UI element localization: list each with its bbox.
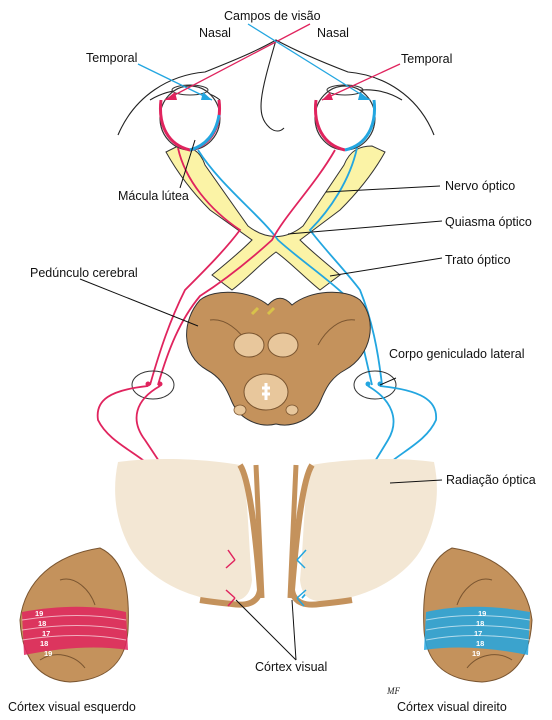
- temporal-right-label: Temporal: [401, 52, 452, 66]
- visual-field-rays: [137, 23, 401, 101]
- optic-nerve-label: Nervo óptico: [445, 179, 515, 193]
- leader-lines: [79, 139, 443, 661]
- right-visual-cortex-label: Córtex visual direito: [397, 700, 507, 714]
- left-area-18-top: 18: [38, 619, 46, 628]
- left-eye: [158, 84, 222, 152]
- right-lateral-geniculate: [353, 370, 397, 400]
- left-area-17: 17: [42, 629, 50, 638]
- right-area-17: 17: [474, 629, 482, 638]
- left-cortex-lobe: 19 18 17 18 19: [19, 547, 129, 683]
- right-eye: [313, 84, 377, 152]
- macula-label: Mácula lútea: [118, 189, 189, 203]
- lateral-geniculate-label: Corpo geniculado lateral: [389, 347, 525, 361]
- left-visual-cortex-label: Córtex visual esquerdo: [8, 700, 136, 714]
- occipital-lobes: [115, 458, 437, 608]
- left-area-18-bottom: 18: [40, 639, 48, 648]
- left-area-19-bottom: 19: [44, 649, 52, 658]
- illustrator-signature: MF: [386, 686, 400, 696]
- left-area-19-top: 19: [35, 609, 43, 618]
- optic-chiasm-label: Quiasma óptico: [445, 215, 532, 229]
- cerebral-peduncle-label: Pedúnculo cerebral: [30, 266, 138, 280]
- right-cortex-lobe: 19 18 17 18 19: [423, 547, 533, 683]
- optic-tract-shape: [165, 145, 386, 291]
- nasal-right-label: Nasal: [317, 26, 349, 40]
- left-lateral-geniculate: [131, 370, 175, 400]
- midbrain: [186, 291, 371, 426]
- right-area-19-top: 19: [478, 609, 486, 618]
- geniculate-synapses: [145, 381, 383, 387]
- optic-radiation-label: Radiação óptica: [446, 473, 536, 487]
- right-area-18-bottom: 18: [476, 639, 484, 648]
- right-area-19-bottom: 19: [472, 649, 480, 658]
- temporal-left-label: Temporal: [86, 51, 137, 65]
- right-area-18-top: 18: [476, 619, 484, 628]
- visual-cortex-label: Córtex visual: [255, 660, 327, 674]
- visual-fields-label: Campos de visão: [224, 9, 321, 23]
- optic-tract-label: Trato óptico: [445, 253, 511, 267]
- nasal-left-label: Nasal: [199, 26, 231, 40]
